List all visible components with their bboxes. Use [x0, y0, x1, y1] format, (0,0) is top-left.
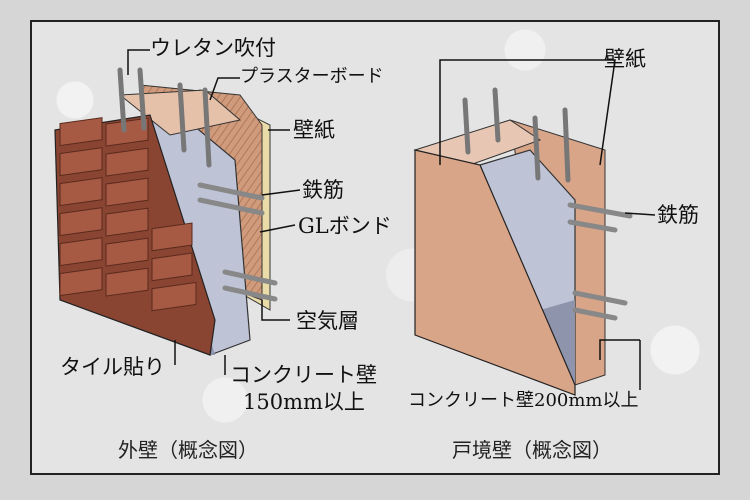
- label-partition-concrete: コンクリート壁200mm以上: [408, 390, 639, 411]
- label-partition-wallpaper: 壁紙: [604, 47, 646, 71]
- label-partition-rebar: 鉄筋: [657, 203, 699, 227]
- partition-horizontal-rebars: [567, 202, 633, 321]
- label-urethane: ウレタン吹付: [150, 36, 276, 60]
- label-exterior-rebar: 鉄筋: [302, 178, 344, 202]
- partition-front-wallpaper: [414, 149, 576, 396]
- label-exterior-wallpaper: 壁紙: [293, 118, 335, 142]
- partition-wall-illustration: [413, 59, 656, 396]
- label-tile: タイル貼り: [60, 355, 165, 379]
- label-gl-bond: GLボンド: [298, 214, 392, 238]
- partition-caption: 戸境壁（概念図）: [452, 438, 612, 462]
- label-air-layer: 空気層: [296, 309, 359, 333]
- exterior-vertical-rebars: [117, 67, 212, 168]
- partition-leader-lines: [439, 59, 656, 390]
- partition-vertical-rebars: [462, 87, 571, 183]
- exterior-leader-lines: [127, 49, 301, 375]
- exterior-caption: 外壁（概念図）: [118, 438, 258, 462]
- exterior-horizontal-rebars: [197, 182, 278, 302]
- label-concrete-thickness: 150mm以上: [243, 390, 365, 414]
- label-plasterboard: プラスターボード: [240, 66, 384, 87]
- exterior-wall-illustration: [54, 49, 301, 375]
- brick-rows: [59, 117, 197, 312]
- label-exterior-concrete: コンクリート壁: [230, 363, 377, 387]
